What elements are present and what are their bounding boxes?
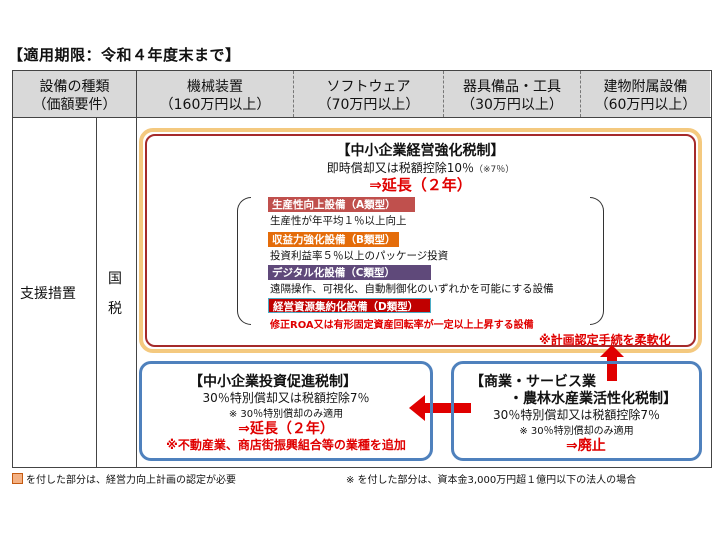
enhancement-extension: ⇒延長（２年） — [369, 176, 472, 194]
header-divider-2 — [443, 71, 444, 117]
commerce-abolish: ⇒廃止 — [566, 438, 606, 454]
enhancement-outer-frame — [139, 128, 702, 353]
commerce-box — [451, 361, 702, 461]
header-software: ソフトウェア （70万円以上） — [317, 79, 420, 113]
desc-type-a: 生産性が年平均１％以上向上 — [270, 215, 407, 227]
header-divider-1 — [293, 71, 294, 117]
enhancement-inner-frame — [145, 134, 696, 347]
right-bracket — [590, 197, 604, 325]
row-label-support: 支援措置 — [20, 286, 76, 302]
commerce-title-2: ・農林水産業活性化税制】 — [509, 391, 677, 407]
enhancement-title: 【中小企業経営強化税制】 — [336, 143, 505, 159]
badge-type-b: 収益力強化設備（B類型） — [268, 232, 399, 247]
commerce-benefit: 30％特別償却又は税額控除7％ — [493, 408, 660, 422]
column-divider-label — [136, 70, 137, 467]
left-arrow-icon — [409, 395, 471, 421]
header-building-equipment: 建物附属設備 （60万円以上） — [594, 79, 697, 113]
left-bracket — [237, 197, 251, 325]
tax-label-1: 国 — [108, 271, 122, 287]
commerce-note: ※ 30％特別償却のみ適用 — [519, 426, 634, 437]
promotion-title: 【中小企業投資促進税制】 — [189, 374, 357, 390]
page-title: 【適用期限：令和４年度末まで】 — [8, 46, 241, 64]
legend-swatch — [12, 473, 23, 484]
table-header-background — [13, 71, 710, 117]
header-divider-3 — [580, 71, 581, 117]
desc-type-c: 遠隔操作、可視化、自動制御化のいずれかを可能にする設備 — [270, 283, 554, 295]
badge-type-c: デジタル化設備（C類型） — [268, 265, 431, 280]
commerce-title-1: 【商業・サービス業 — [470, 374, 596, 390]
footnote-left: を付した部分は、経営力向上計画の認定が必要 — [26, 475, 236, 486]
desc-type-b: 投資利益率５％以上のパッケージ投資 — [270, 250, 449, 262]
promotion-extension: ⇒延長（２年） — [238, 421, 334, 437]
header-machinery: 機械装置 （160万円以上） — [159, 79, 271, 113]
header-equipment-type: 設備の種類 （価額要件） — [32, 79, 117, 113]
promotion-note: ※ 30％特別償却のみ適用 — [228, 409, 344, 420]
badge-type-d: 経営資源集約化設備（D類型） — [268, 298, 431, 313]
tax-label-2: 税 — [108, 301, 122, 317]
badge-type-a: 生産性向上設備（A類型） — [268, 197, 415, 212]
header-tools: 器具備品・工具 （30万円以上） — [461, 79, 563, 113]
promotion-box — [139, 361, 433, 461]
table-frame — [12, 70, 712, 468]
enhancement-benefit: 即時償却又は税額控除10％（※7％） — [326, 161, 515, 175]
promotion-benefit: 30％特別償却又は税額控除7％ — [202, 391, 370, 405]
footnote-right: ※ を付した部分は、資本金3,000万円超１億円以下の法人の場合 — [346, 475, 637, 486]
desc-type-d: 修正ROA又は有形固定資産回転率が一定以上上昇する設備 — [270, 320, 534, 331]
plan-note: ※計画認定手続を柔軟化 — [539, 333, 671, 347]
promotion-addition: ※不動産業、商店街振興組合等の業種を追加 — [166, 438, 406, 452]
column-divider-tax — [96, 117, 97, 467]
header-divider — [12, 117, 711, 118]
